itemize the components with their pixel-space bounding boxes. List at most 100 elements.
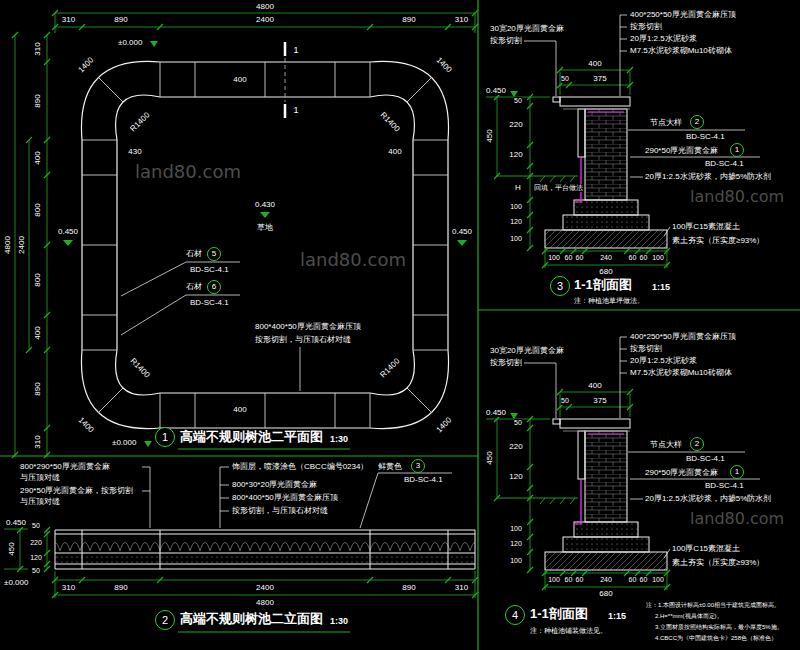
dimension-text: R1400 [378, 356, 401, 379]
dimension-text: H [515, 183, 521, 192]
note-text: 按形切割 [490, 358, 522, 367]
stone-joints [82, 62, 448, 428]
dimension-text: 1400 [76, 415, 95, 434]
dimension-text: 310 [455, 583, 468, 592]
view-number-circle: 2 [155, 610, 175, 630]
note-text: M7.5水泥砂浆砌Mu10砖砌体 [630, 46, 732, 55]
dimension-text: 60 [576, 576, 584, 584]
dimension-text: 450 [485, 129, 494, 142]
dimension-text: 120 [509, 150, 522, 159]
dimension-text: 890 [33, 382, 42, 395]
callout-number: 6 [212, 283, 216, 291]
note-text: 100厚C15素混凝土 [672, 222, 740, 231]
tree-pool-inner-edge [116, 95, 415, 395]
section-drawing [486, 15, 760, 268]
note-text: 30宽20厚光面黄金麻 [490, 24, 564, 33]
callout-number: 2 [695, 118, 699, 126]
note-text: 20厚1:2.5水泥砂浆，内掺5%防水剂 [645, 172, 771, 181]
note-text: 4.CBCC为《中国建筑色卡》258色（标准色） [655, 635, 777, 642]
tree-pool-outline [81, 61, 448, 428]
dimension-text: 4800 [256, 598, 274, 607]
dimension-text: 100 [510, 557, 522, 565]
dimension-text: 0.450 [452, 227, 472, 236]
callout-number: 3 [557, 281, 563, 292]
view-title: 1:15 [652, 282, 670, 292]
callout-number: 2 [162, 615, 168, 626]
section-drawing [486, 337, 760, 590]
dimension-tick [12, 10, 478, 458]
dimension-text: 220 [30, 539, 42, 547]
mortar-line [563, 109, 630, 110]
note-text: 按形切割 [490, 36, 522, 45]
dimension-text: R1400 [128, 356, 151, 379]
dimension-line [15, 13, 475, 455]
wall-brick [585, 109, 627, 200]
note-text: 20厚1:2.5水泥砂浆 [630, 356, 697, 365]
dimension-text: 890 [114, 15, 127, 24]
footing-step [574, 200, 638, 215]
dimension-text: 100 [652, 576, 664, 584]
dimension-text: 400 [233, 405, 246, 414]
dimension-text: ±0.000 [112, 438, 136, 447]
dimension-text: 310 [62, 583, 75, 592]
dimension-text: R1400 [378, 110, 401, 133]
dimension-text: 400 [33, 326, 42, 339]
note-text: 草地 [257, 223, 273, 232]
dimension-text: 2400 [256, 583, 274, 592]
watermark: land80.com [135, 162, 241, 183]
dimension-text: 220 [509, 120, 522, 129]
note-text: 节点大样 [650, 118, 682, 127]
watermark: land80.com [300, 250, 406, 271]
elevation-texture [55, 534, 475, 553]
note-text: 800*400*50厚光面黄金麻压顶 [255, 322, 361, 331]
callout-number: 3 [416, 462, 420, 470]
view-title: 1-1剖面图 [574, 278, 632, 293]
dimension-text: R1400 [128, 110, 151, 133]
note-text: 400*250*50厚光面黄金麻压顶 [630, 10, 736, 19]
watermark: land80.com [690, 188, 784, 206]
note-text: BD-SC-4.1 [190, 298, 229, 307]
callout-number: 4 [512, 610, 518, 621]
dimension-text: 60 [629, 254, 637, 262]
dimension-text: 120 [510, 218, 522, 226]
callout-number: 1 [162, 432, 168, 443]
watermark: land80.com [690, 510, 784, 528]
callout-number: 1 [735, 468, 739, 476]
section-cut-line [285, 58, 286, 102]
dimension-text: 800 [33, 203, 42, 216]
dimension-text: 1 [293, 45, 298, 55]
note-text: 石材 [186, 249, 202, 258]
note-text: 注：种植池铺装做法见。 [530, 627, 607, 635]
view-title: 高端不规则树池二立面图 [180, 612, 323, 627]
dimension-text: 100 [510, 203, 522, 211]
dimension-text: 100 [548, 254, 560, 262]
elevation-outline [55, 530, 475, 569]
dimension-text: 890 [33, 94, 42, 107]
dimension-text: 890 [402, 583, 415, 592]
note-text: 按形切割 [630, 22, 662, 31]
dimension-text: 50 [32, 522, 40, 530]
dimension-text: 100 [510, 235, 522, 243]
note-text: BD-SC-4.1 [705, 159, 744, 168]
dimension-text: 0.430 [255, 200, 275, 209]
note-text: BD-SC-4.1 [404, 475, 443, 484]
dimension-text: 400 [33, 151, 42, 164]
callout-circle: 1 [730, 465, 744, 479]
dimension-tick [17, 527, 478, 598]
note-text: 290*50厚光面黄金麻，按形切割 [20, 486, 133, 495]
callout-circle: 6 [207, 280, 221, 294]
dimension-text: 4800 [256, 2, 274, 11]
note-text: M7.5水泥砂浆砌Mu10砖砌体 [630, 368, 732, 377]
dimension-text: 310 [455, 15, 468, 24]
note-text: BD-SC-4.1 [705, 481, 744, 490]
dimension-text: 430 [128, 147, 141, 156]
dimension-text: 400 [233, 75, 246, 84]
view-title: 1:15 [608, 611, 626, 621]
dimension-text: 450 [7, 542, 16, 555]
note-text: 与压顶对缝 [20, 497, 60, 506]
dimension-text: 400 [588, 59, 601, 68]
note-text: 20厚1:2.5水泥砂浆，内掺5%防水剂 [645, 494, 771, 503]
dimension-text: 60 [576, 254, 584, 262]
note-text: 与压顶对缝 [20, 473, 60, 482]
view-number-circle: 4 [505, 605, 525, 625]
